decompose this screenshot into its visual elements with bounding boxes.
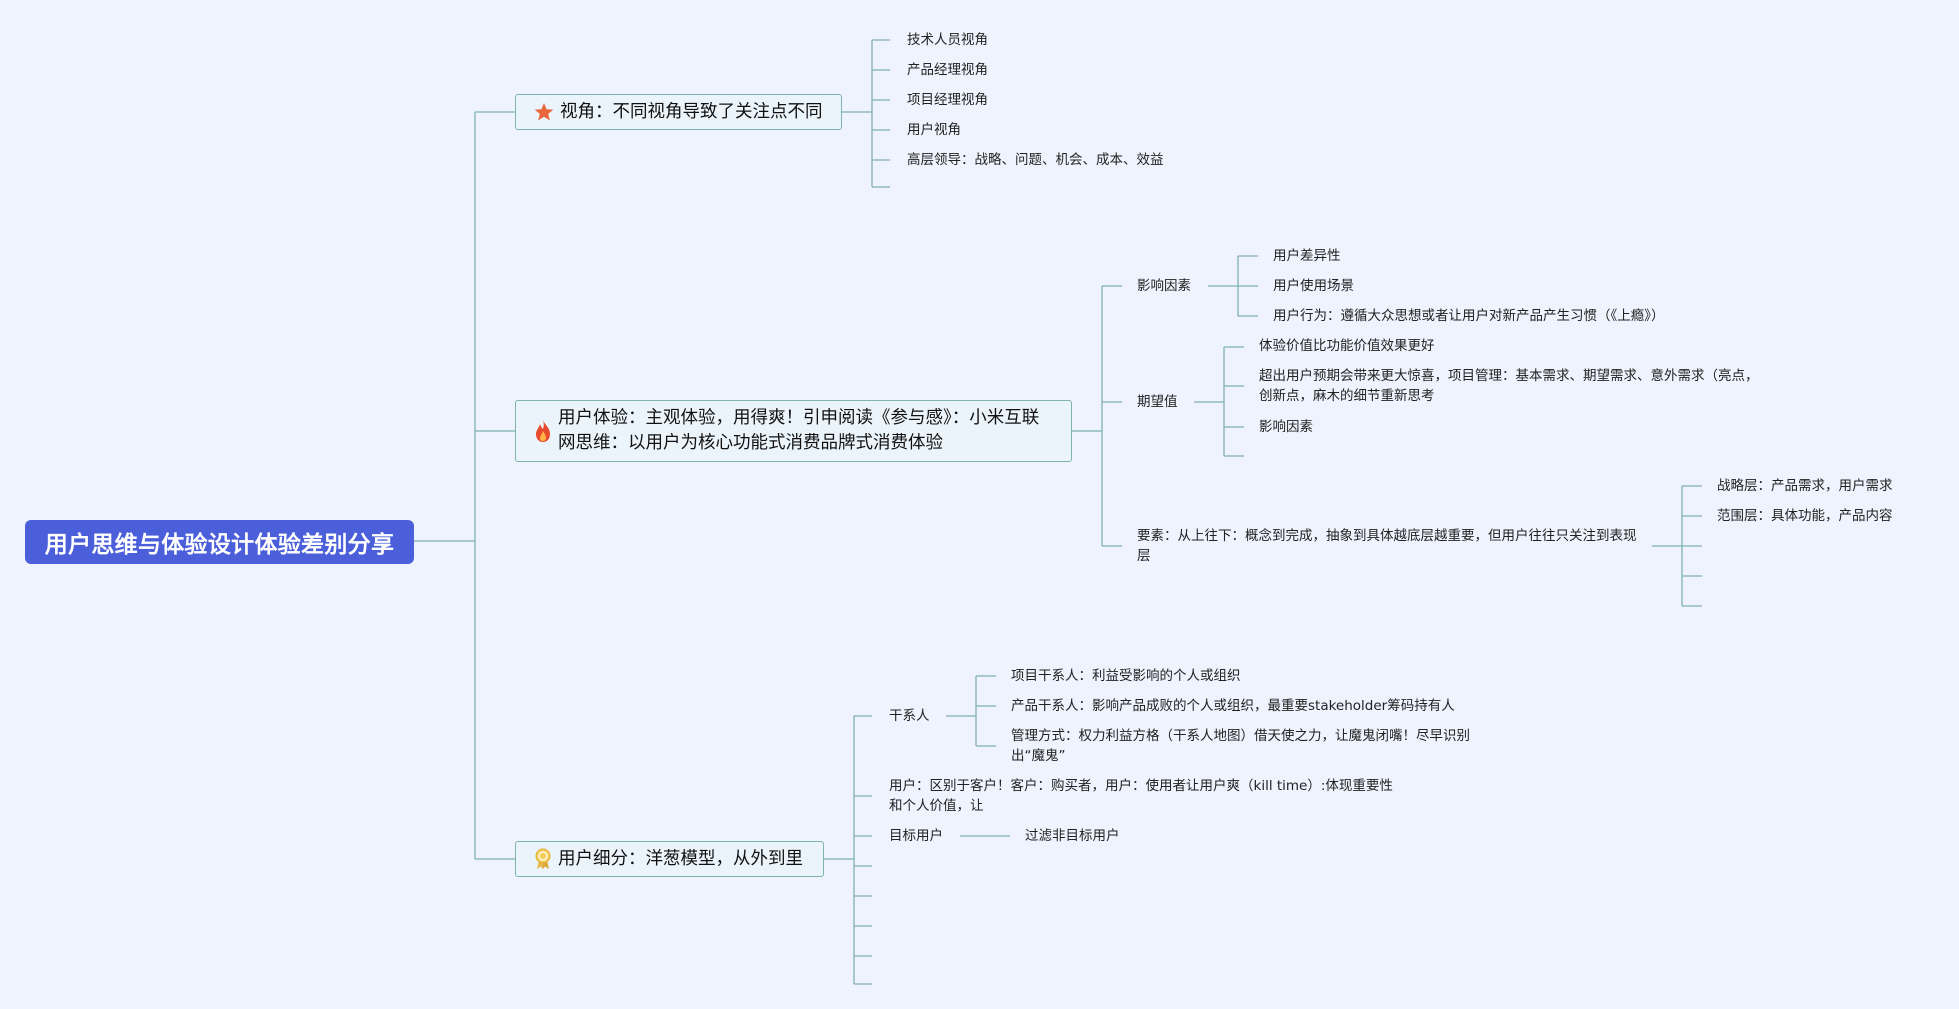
target-user-item[interactable]: 过滤非目标用户: [1025, 828, 1120, 844]
branch-user-segmentation[interactable]: 用户细分：洋葱模型，从外到里: [515, 841, 824, 877]
branch-user-segmentation-label: 用户细分：洋葱模型，从外到里: [558, 848, 803, 869]
expectation-item-1[interactable]: 体验价值比功能价值效果更好: [1259, 338, 1435, 354]
fire-icon: [534, 419, 552, 443]
expectation-node[interactable]: 期望值: [1137, 394, 1178, 410]
stakeholders-item-3[interactable]: 管理方式：权力利益方格（干系人地图）借天使之力，让魔鬼闭嘴！尽早识别出“魔鬼”: [1011, 728, 1470, 764]
expectation-item-3[interactable]: 影响因素: [1259, 419, 1313, 435]
root-topic-label: 用户思维与体验设计体验差别分享: [44, 532, 395, 558]
elements-item-1[interactable]: 战略层：产品需求，用户需求: [1717, 478, 1893, 494]
perspective-item-5[interactable]: 高层领导：战略、问题、机会、成本、效益: [907, 152, 1164, 168]
elements-node[interactable]: 要素：从上往下：概念到完成，抽象到具体越底层越重要，但用户往往只关注到表现层: [1137, 528, 1637, 564]
perspective-item-1[interactable]: 技术人员视角: [907, 32, 988, 48]
award-icon: [534, 848, 552, 870]
stakeholders-item-2[interactable]: 产品干系人：影响产品成败的个人或组织，最重要stakeholder筹码持有人: [1011, 698, 1455, 714]
branch-perspective-label: 视角：不同视角导致了关注点不同: [560, 101, 823, 122]
star-icon: [534, 102, 554, 122]
perspective-item-2[interactable]: 产品经理视角: [907, 62, 988, 78]
factors-item-3[interactable]: 用户行为：遵循大众思想或者让用户对新产品产生习惯（《上瘾》）: [1273, 308, 1665, 324]
stakeholders-item-1[interactable]: 项目干系人：利益受影响的个人或组织: [1011, 668, 1241, 684]
stakeholders-node[interactable]: 干系人: [889, 708, 930, 724]
elements-item-2[interactable]: 范围层：具体功能，产品内容: [1717, 508, 1893, 524]
branch-user-experience-label: 用户体验：主观体验，用得爽！引申阅读《参与感》：小米互联网思维：以用户为核心功能…: [558, 408, 1040, 453]
perspective-item-3[interactable]: 项目经理视角: [907, 92, 988, 108]
factors-node[interactable]: 影响因素: [1137, 278, 1191, 294]
factors-item-2[interactable]: 用户使用场景: [1273, 278, 1354, 294]
target-user-node[interactable]: 目标用户: [889, 828, 943, 844]
perspective-item-4[interactable]: 用户视角: [907, 122, 961, 138]
user-note-node[interactable]: 用户：区别于客户！客户：购买者，用户：使用者让用户爽（kill time）:体现…: [889, 778, 1393, 814]
branch-perspective[interactable]: 视角：不同视角导致了关注点不同: [515, 94, 842, 130]
factors-item-1[interactable]: 用户差异性: [1273, 248, 1341, 264]
expectation-item-2[interactable]: 超出用户预期会带来更大惊喜，项目管理：基本需求、期望需求、意外需求（亮点，创新点…: [1259, 368, 1759, 404]
root-topic[interactable]: 用户思维与体验设计体验差别分享: [25, 520, 414, 564]
branch-user-experience[interactable]: 用户体验：主观体验，用得爽！引申阅读《参与感》：小米互联网思维：以用户为核心功能…: [515, 400, 1072, 462]
